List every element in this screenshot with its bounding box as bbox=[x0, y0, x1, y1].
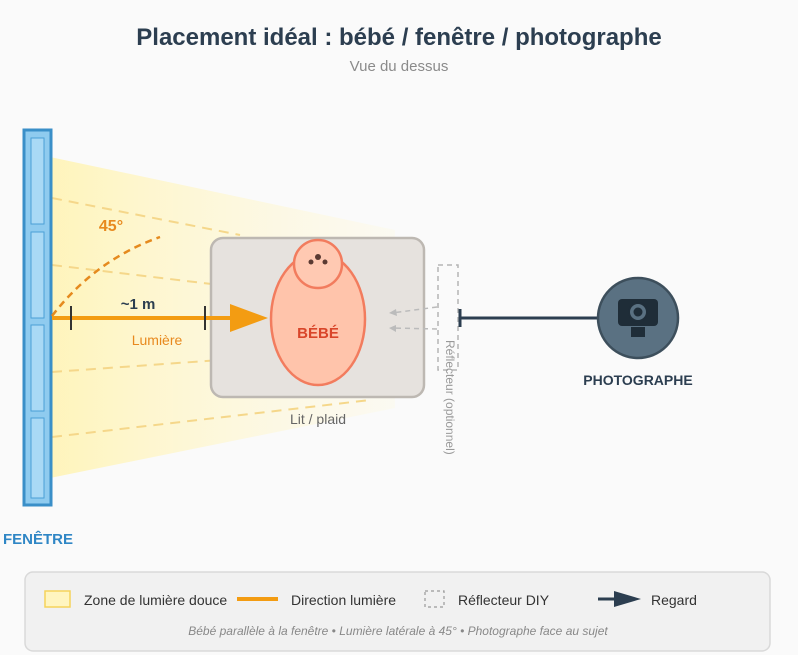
reflector bbox=[437, 264, 459, 371]
page-title: Placement idéal : bébé / fenêtre / photo… bbox=[136, 24, 661, 51]
legend-gaze-arrowhead bbox=[614, 591, 641, 607]
legend-light-zone-swatch bbox=[44, 590, 71, 608]
legend-item-light-direction: Direction lumière bbox=[291, 592, 396, 608]
reflector-label: Réflecteur (optionnel) bbox=[443, 340, 457, 455]
baby-label: BÉBÉ bbox=[297, 325, 339, 342]
legend: Zone de lumière douce Direction lumière … bbox=[24, 571, 771, 652]
legend-reflector-swatch bbox=[424, 590, 445, 608]
window bbox=[22, 128, 53, 507]
legend-item-reflector: Réflecteur DIY bbox=[458, 592, 550, 608]
light-rays bbox=[51, 197, 371, 438]
light-arrowhead bbox=[230, 304, 268, 332]
light-label: Lumière bbox=[132, 332, 183, 348]
legend-item-gaze: Regard bbox=[651, 592, 697, 608]
legend-item-light-zone: Zone de lumière douce bbox=[84, 592, 227, 608]
reflected-light bbox=[389, 306, 438, 332]
angle-label: 45° bbox=[99, 218, 123, 235]
bed-label: Lit / plaid bbox=[290, 411, 346, 427]
distance-label: ~1 m bbox=[121, 296, 156, 313]
page-subtitle: Vue du dessus bbox=[350, 58, 449, 75]
window-label: FENÊTRE bbox=[3, 530, 73, 548]
camera-icon bbox=[596, 276, 680, 360]
legend-note: Bébé parallèle à la fenêtre • Lumière la… bbox=[188, 624, 608, 638]
baby bbox=[269, 238, 367, 387]
angle-arc bbox=[51, 235, 161, 317]
photographer-label: PHOTOGRAPHE bbox=[583, 372, 692, 388]
